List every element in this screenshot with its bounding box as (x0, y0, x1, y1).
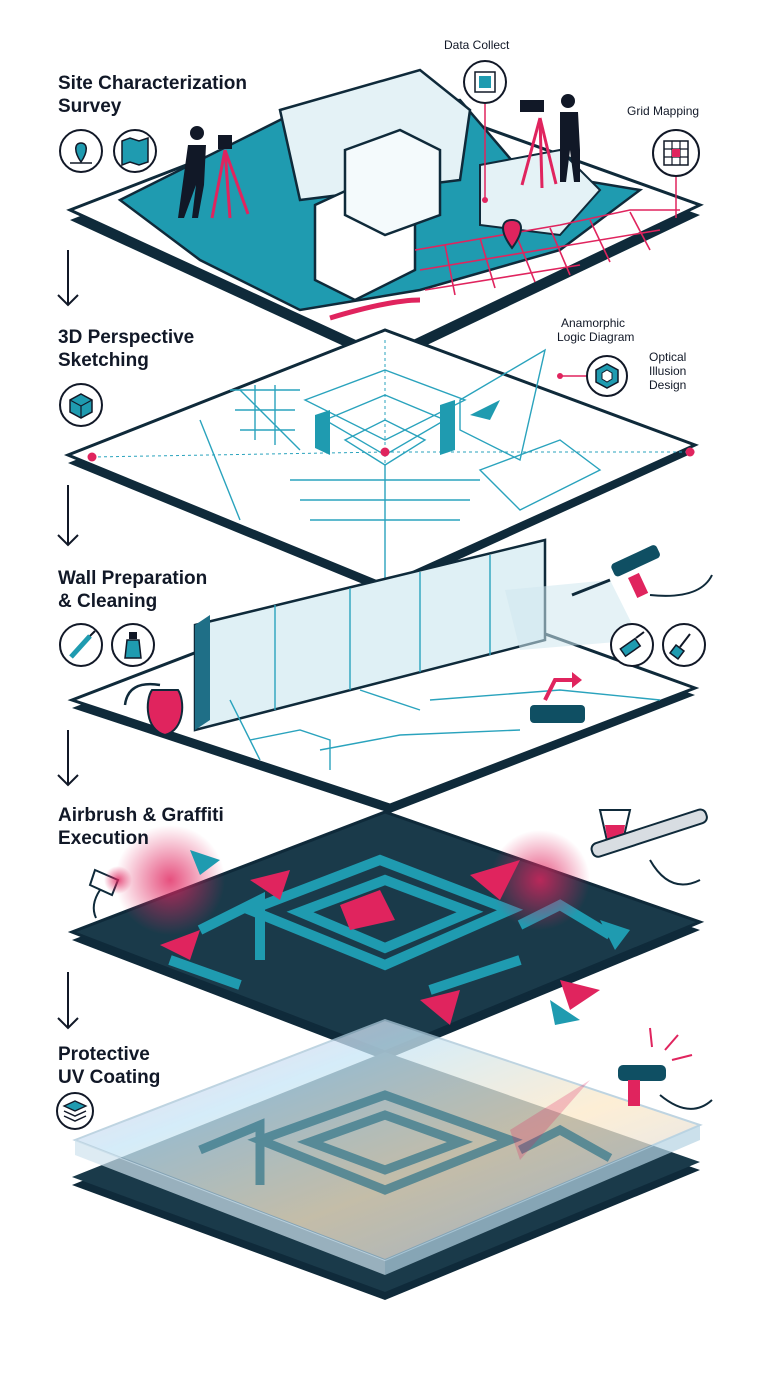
layers-icon (56, 1092, 94, 1130)
scrub-brush-icon (610, 623, 654, 667)
down-arrow-1 (57, 250, 79, 307)
step-title-uv-coating: Protective UV Coating (58, 1044, 161, 1088)
surveyor-left (178, 126, 250, 219)
optical-illusion-icon (586, 355, 628, 397)
uv-spray-gun (618, 1027, 713, 1110)
layer-site-survey (66, 68, 704, 365)
flow-arrows (57, 250, 79, 1030)
step-title-airbrush-graffiti: Airbrush & Graffiti Execution (58, 805, 224, 849)
airbrush-tool (590, 808, 708, 886)
surveyor-right (520, 94, 580, 189)
layer-uv-coating (72, 1018, 713, 1300)
layer-wall-preparation (67, 538, 713, 813)
callout-optical-illusion: Optical Illusion Design (649, 350, 687, 392)
folded-map-icon (113, 129, 157, 173)
down-arrow-2 (57, 485, 79, 547)
down-arrow-4 (57, 972, 79, 1030)
step-title-site-survey: Site Characterization Survey (58, 73, 247, 117)
3d-cube-icon (59, 383, 103, 427)
spray-bottle (123, 682, 184, 737)
broom-icon (662, 623, 706, 667)
scrub-brush (530, 672, 585, 723)
callout-data-collect: Data Collect (444, 38, 510, 52)
map-pin-icon (59, 129, 103, 173)
callout-anamorphic-logic: Anamorphic Logic Diagram (557, 316, 635, 344)
step-title-wall-preparation: Wall Preparation & Cleaning (58, 568, 208, 612)
location-pin-marker (502, 218, 522, 250)
data-collect-icon (463, 60, 507, 104)
pressure-washer-gun (571, 545, 713, 598)
spray-bottle-icon (111, 623, 155, 667)
step-title-perspective-sketching: 3D Perspective Sketching (58, 327, 195, 371)
layer-airbrush-graffiti (67, 808, 708, 1060)
down-arrow-3 (57, 730, 79, 787)
pressure-washer-icon (59, 623, 103, 667)
callout-grid-mapping: Grid Mapping (627, 104, 700, 118)
spray-can (88, 866, 132, 919)
layer-perspective-sketch (63, 328, 699, 593)
grid-mapping-icon (652, 129, 700, 177)
